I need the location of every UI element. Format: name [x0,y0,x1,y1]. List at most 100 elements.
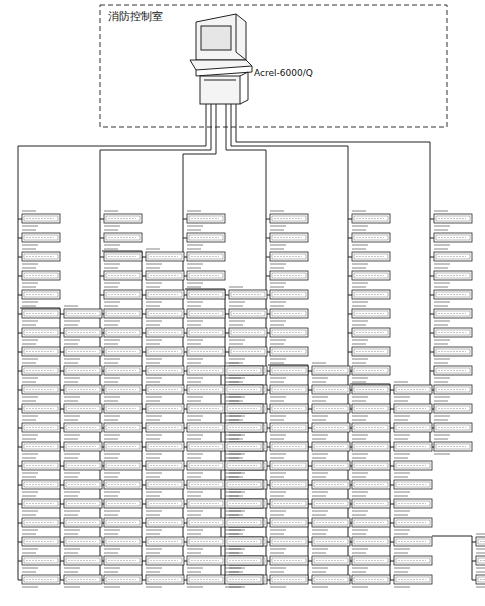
device-model: Acrel-6000/Q [254,68,314,78]
module-box [64,306,102,321]
module-box [352,534,390,549]
module-box [225,382,263,397]
module-box [225,572,263,587]
module-box [104,401,142,416]
module-box [352,496,390,511]
module-box [187,515,225,530]
module-box [187,211,225,226]
module-box [146,572,184,587]
module-box [146,344,184,359]
module-box [312,515,350,530]
module-box [225,439,263,454]
module-box [434,401,472,416]
module-box [104,211,142,226]
module-box [352,401,390,416]
module-box [22,325,60,340]
module-box [270,344,308,359]
module-box [22,249,60,264]
module-box [352,344,390,359]
module-box [146,382,184,397]
module-box [434,306,472,321]
module-box [394,572,432,587]
module-box [352,439,390,454]
module-box [270,401,308,416]
module-box [146,515,184,530]
module-box [434,420,472,435]
module-box [187,230,225,245]
module-box [352,211,390,226]
bus-feed [236,104,430,208]
module-box [225,534,263,549]
module-box [312,496,350,511]
module-box [22,572,60,587]
module-box [270,382,308,397]
module-box [22,268,60,283]
module-box [352,249,390,264]
module-box [270,572,308,587]
module-box [270,515,308,530]
bus-feed [231,104,348,208]
module-box [187,382,225,397]
module-box [187,496,225,511]
module-box [270,458,308,473]
module-box [187,401,225,416]
module-box [394,458,432,473]
module-box [104,439,142,454]
module-box [312,420,350,435]
module-box [352,306,390,321]
module-box [22,439,60,454]
module-box [146,249,184,264]
module-box [104,553,142,568]
module-box [22,306,60,321]
module-box [146,325,184,340]
module-box [104,325,142,340]
module-box [146,420,184,435]
module-box [352,325,390,340]
module-box [104,420,142,435]
module-box [352,515,390,530]
console-symbol [190,14,252,104]
module-box [187,249,225,264]
module-box [352,268,390,283]
module-box [394,420,432,435]
module-box [22,420,60,435]
module-box [22,230,60,245]
module-box [476,572,485,587]
module-box [187,363,225,378]
module-box [187,325,225,340]
module-box [270,439,308,454]
module-box [64,477,102,492]
module-box [270,249,308,264]
module-box [394,553,432,568]
module-box [394,477,432,492]
module-box [64,344,102,359]
module-box [476,553,485,568]
module-box [225,401,263,416]
module-box [270,268,308,283]
module-box [64,382,102,397]
module-box [270,325,308,340]
module-box [394,382,432,397]
module-box [476,534,485,549]
module-box [312,534,350,549]
module-box [312,382,350,397]
module-box [434,287,472,302]
module-box [22,382,60,397]
module-box [187,306,225,321]
module-box [22,287,60,302]
module-box [187,420,225,435]
module-box [352,230,390,245]
module-box [22,515,60,530]
module-box [352,553,390,568]
module-box [146,534,184,549]
module-box [104,344,142,359]
module-box [434,344,472,359]
module-box [229,344,267,359]
module-box [312,363,350,378]
module-box [146,287,184,302]
module-box [187,534,225,549]
module-box [312,458,350,473]
module-box [64,553,102,568]
